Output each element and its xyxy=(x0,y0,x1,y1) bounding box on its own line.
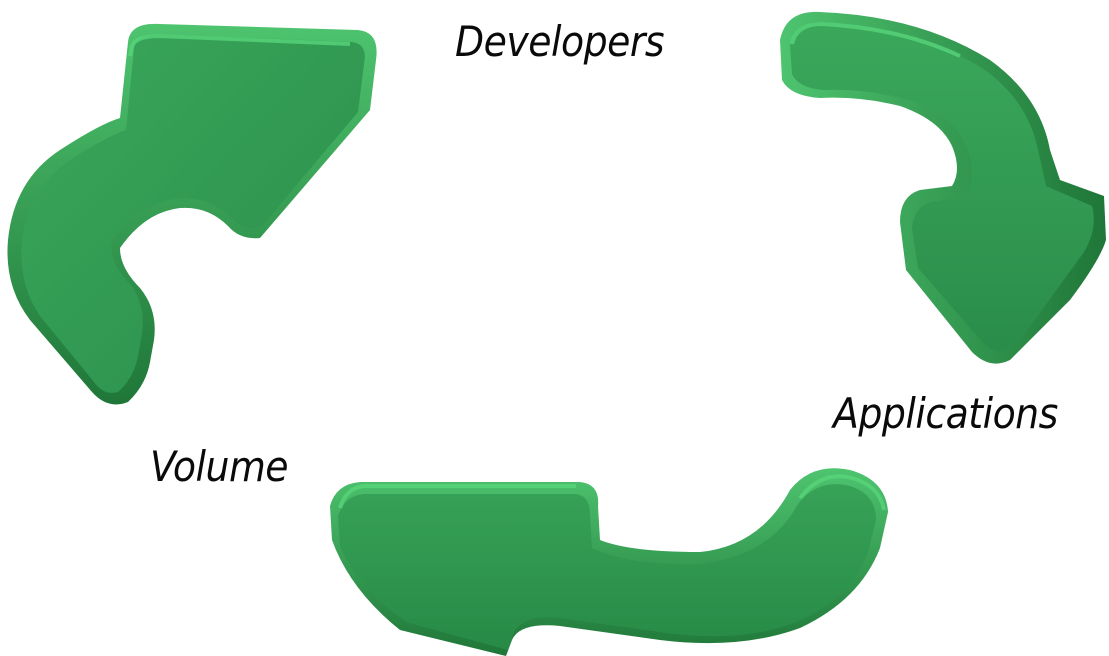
label-applications: Applications xyxy=(833,389,1058,438)
label-volume: Volume xyxy=(150,442,289,491)
arrow-developers-to-applications xyxy=(780,11,1106,364)
arrow-volume-to-developers xyxy=(0,0,400,420)
label-developers: Developers xyxy=(455,17,665,66)
curved-arrow-icon xyxy=(780,11,1106,364)
curved-arrow-icon xyxy=(7,23,377,405)
